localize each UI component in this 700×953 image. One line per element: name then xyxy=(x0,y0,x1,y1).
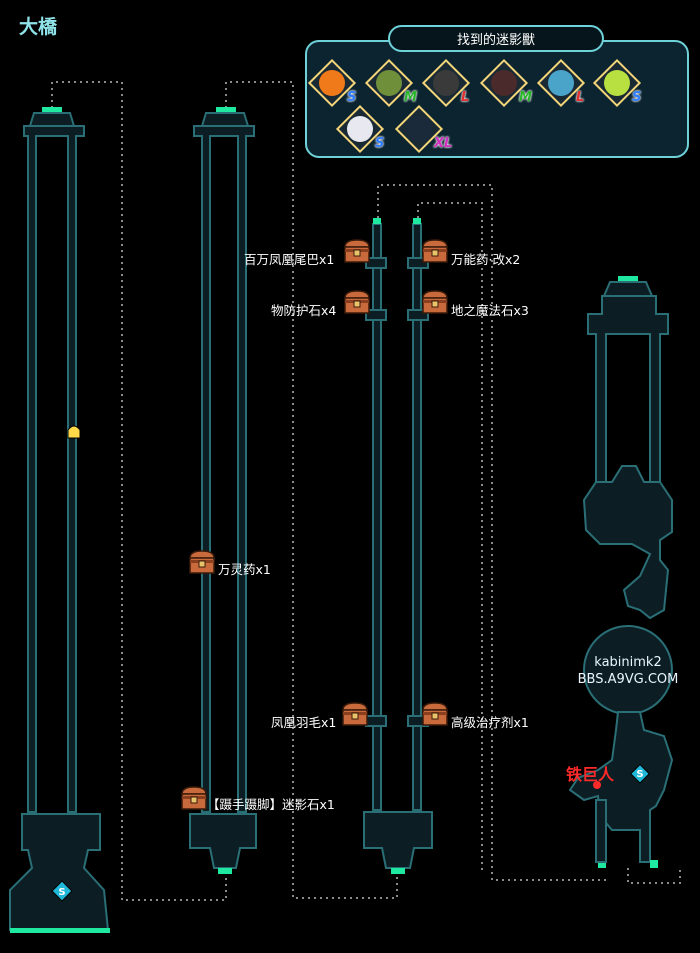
col2-bottom-gate xyxy=(218,868,232,874)
monster-green-orb-icon[interactable]: S xyxy=(592,58,642,108)
save-point-icon[interactable]: S xyxy=(630,763,650,784)
col2-top-cap xyxy=(200,112,250,127)
watermark-line-2: BBS.A9VG.COM xyxy=(577,672,679,687)
col1-bottom-gate xyxy=(10,928,110,933)
monster-portrait xyxy=(347,116,373,142)
monster-dark-beast-icon[interactable]: L xyxy=(421,58,471,108)
col3-top-gate-left xyxy=(373,218,381,224)
svg-text:S: S xyxy=(636,769,643,780)
bridge-column-3 xyxy=(363,223,433,869)
chest-icon[interactable] xyxy=(341,700,369,728)
chest-icon[interactable] xyxy=(421,288,449,316)
item-label-earth-magic-stone: 地之魔法石x3 xyxy=(451,303,529,318)
monster-size-badge: L xyxy=(576,90,585,105)
col3-top-gate-right xyxy=(413,218,421,224)
item-label-elixir-kai: 万能药·改x2 xyxy=(451,252,521,267)
monster-portrait xyxy=(376,70,402,96)
monster-size-badge: S xyxy=(375,136,385,151)
monster-blue-wolf-icon[interactable]: L xyxy=(536,58,586,108)
monster-portrait xyxy=(604,70,630,96)
col5-top-cap xyxy=(602,281,654,297)
col5-bottom-gate-left xyxy=(598,860,606,868)
svg-text:S: S xyxy=(58,887,65,898)
boss-label: 铁巨人 xyxy=(566,765,615,784)
bridge-column-5 xyxy=(568,295,674,863)
map-title: 大橋 xyxy=(19,16,58,38)
monster-green-dragon-icon[interactable]: M xyxy=(364,58,417,108)
monster-size-badge: M xyxy=(404,90,417,105)
chest-icon[interactable] xyxy=(343,237,371,265)
col5-left-leg xyxy=(595,799,607,863)
monster-panel-title: 找到的迷影獸 xyxy=(388,25,604,52)
boss-marker-icon[interactable] xyxy=(593,781,601,789)
monster-portrait xyxy=(491,70,517,96)
item-label-defense-stone: 物防护石x4 xyxy=(271,303,337,318)
col3-bottom-gate xyxy=(391,868,405,874)
item-label-phoenix-tail: 百万凤凰尾巴x1 xyxy=(244,252,335,267)
monster-portrait xyxy=(548,70,574,96)
chest-icon[interactable] xyxy=(421,237,449,265)
monster-portrait xyxy=(319,70,345,96)
chest-icon[interactable] xyxy=(188,548,216,576)
monster-size-badge: S xyxy=(347,90,357,105)
item-label-sneak-foot: 【蹑手蹑脚】迷影石x1 xyxy=(207,797,335,812)
monster-shadow-cat-icon[interactable]: XL xyxy=(394,104,452,154)
chest-icon[interactable] xyxy=(421,700,449,728)
col2-top-gate xyxy=(216,107,236,113)
watermark-line-1: kabinimk2 xyxy=(594,655,662,670)
monster-panda-ghost-icon[interactable]: S xyxy=(335,104,385,154)
watermark: kabinimk2 BBS.A9VG.COM xyxy=(568,654,688,688)
bridge-column-2 xyxy=(189,125,257,869)
col5-top-gate xyxy=(618,276,638,282)
col1-top-cap xyxy=(28,112,76,127)
dotted-paths xyxy=(51,81,681,901)
bridge-column-1 xyxy=(9,125,110,931)
monster-pumpkin-icon[interactable]: S xyxy=(307,58,357,108)
monster-portrait xyxy=(433,70,459,96)
monster-portrait xyxy=(406,116,432,142)
item-label-panacea: 万灵药x1 xyxy=(218,562,271,577)
locked-door-icon xyxy=(67,425,81,439)
item-label-phoenix-feather: 凤凰羽毛x1 xyxy=(271,715,337,730)
item-label-high-potion: 高级治疗剂x1 xyxy=(451,715,529,730)
col1-top-gate xyxy=(42,107,62,113)
monster-size-badge: M xyxy=(519,90,532,105)
monster-size-badge: S xyxy=(632,90,642,105)
save-point-icon[interactable]: S xyxy=(51,880,73,902)
monster-size-badge: XL xyxy=(434,136,453,151)
chest-icon[interactable] xyxy=(343,288,371,316)
col5-bottom-gate-right xyxy=(650,860,658,868)
chest-icon[interactable] xyxy=(180,784,208,812)
monster-size-badge: L xyxy=(461,90,470,105)
monster-red-horn-beast-icon[interactable]: M xyxy=(479,58,532,108)
